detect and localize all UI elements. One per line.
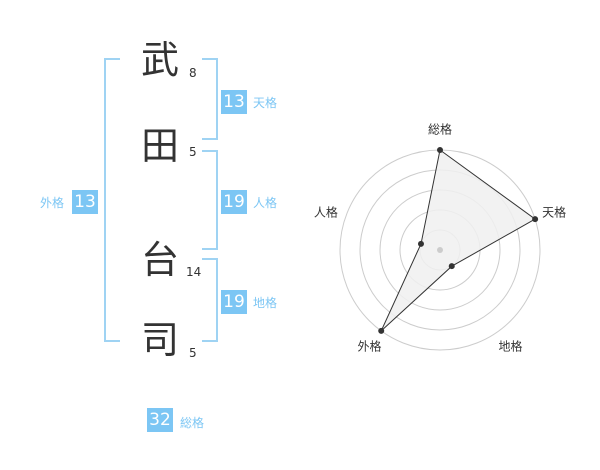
tenkaku-bracket <box>202 58 218 140</box>
gaikaku-value: 13 <box>72 190 98 214</box>
tenkaku-label: 天格 <box>253 96 278 110</box>
tenkaku-value: 13 <box>221 90 247 114</box>
stroke-count-3: 14 <box>186 265 202 279</box>
jinkaku-bracket <box>202 150 218 250</box>
chikaku-bracket <box>202 258 218 342</box>
radar-center-dot <box>437 247 443 253</box>
radar-axis-label-2: 天格 <box>542 204 566 219</box>
soukaku-value: 32 <box>147 408 173 432</box>
radar-point-4 <box>378 327 385 334</box>
soukaku-label: 総格 <box>180 416 205 430</box>
radar-axis-label-1: 総格 <box>428 122 452 137</box>
radar-point-1 <box>437 147 443 153</box>
name-char-1: 武 <box>140 38 179 82</box>
gaikaku-bracket <box>104 58 120 342</box>
jinkaku-value: 19 <box>221 190 247 214</box>
chikaku-label: 地格 <box>253 296 278 310</box>
radar-axis-label-5: 人格 <box>314 204 338 219</box>
gaikaku-label: 外格 <box>40 196 65 210</box>
stroke-count-1: 8 <box>189 66 197 80</box>
stroke-count-2: 5 <box>189 145 197 159</box>
radar-point-5 <box>417 240 424 247</box>
name-char-4: 司 <box>140 318 179 362</box>
stroke-count-4: 5 <box>189 346 197 360</box>
name-char-2: 田 <box>140 124 179 168</box>
chikaku-value: 19 <box>221 290 247 314</box>
radar-axis-label-3: 地格 <box>498 339 522 354</box>
radar-point-3 <box>448 263 455 270</box>
radar-polygon <box>380 149 537 332</box>
radar-axis-label-4: 外格 <box>357 339 381 354</box>
name-char-3: 台 <box>140 238 179 282</box>
jinkaku-label: 人格 <box>253 196 278 210</box>
radar-point-2 <box>532 216 539 223</box>
